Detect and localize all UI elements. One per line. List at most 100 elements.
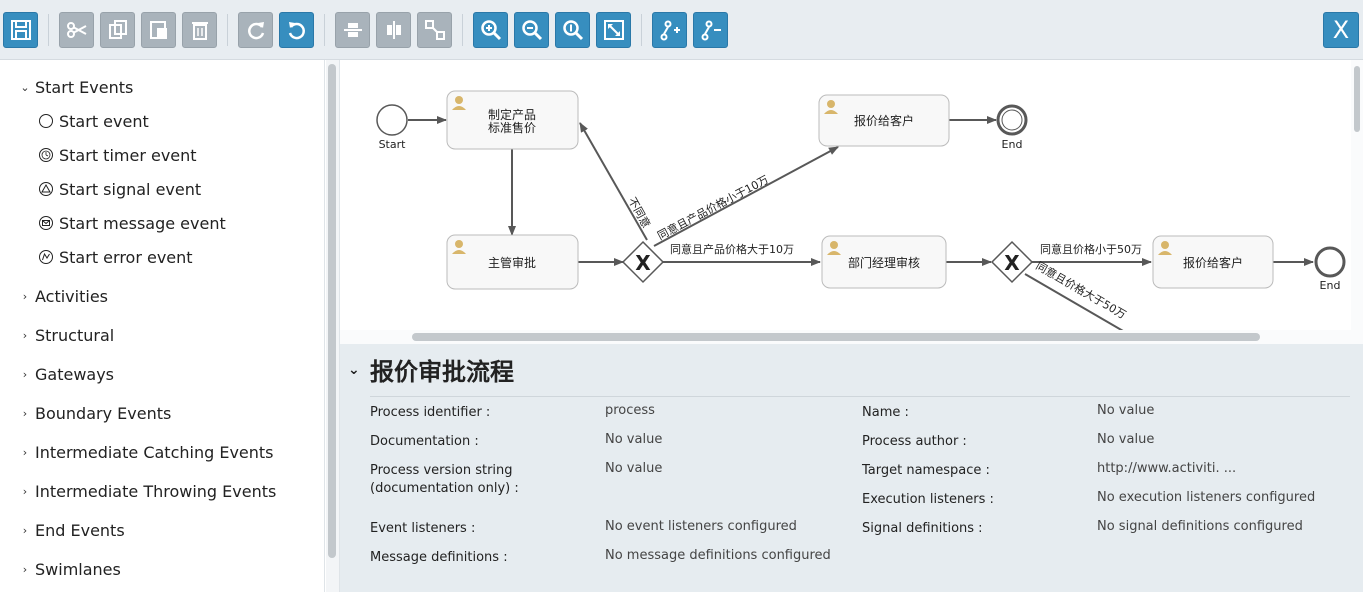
palette-item-start-message-event[interactable]: Start message event (38, 211, 226, 235)
properties-header[interactable]: ⌄ 报价审批流程 (348, 354, 514, 386)
close-button[interactable]: X (1323, 12, 1359, 48)
zoom-fit-icon (603, 20, 624, 40)
chevron-right-icon: › (22, 406, 28, 420)
property-value-process-version[interactable]: No value (605, 461, 663, 476)
cut-button[interactable] (59, 12, 94, 48)
align-vertical-button[interactable] (376, 12, 411, 48)
palette-group-label: Intermediate Throwing Events (35, 481, 277, 501)
property-value-name[interactable]: No value (1097, 403, 1155, 418)
property-value-documentation[interactable]: No value (605, 432, 663, 447)
task-label: 部门经理审核 (848, 255, 920, 270)
paste-button[interactable] (141, 12, 176, 48)
palette-group-boundary-events[interactable]: › Boundary Events (18, 401, 172, 425)
redo-button[interactable] (238, 12, 273, 48)
palette-item-start-timer-event[interactable]: Start timer event (38, 143, 197, 167)
zoom-fit-button[interactable] (596, 12, 631, 48)
start-event[interactable] (376, 104, 408, 136)
diagram-canvas[interactable]: Start 制定产品 标准售价 主管审批 X (340, 60, 1351, 330)
task-manager-approve[interactable]: 主管审批 (446, 234, 579, 290)
palette-item-label: Start message event (59, 213, 226, 233)
end-event-label: End (1002, 138, 1023, 151)
palette-group-intermediate-throwing-events[interactable]: › Intermediate Throwing Events (18, 479, 277, 503)
user-task-icon (824, 100, 838, 114)
palette-group-gateways[interactable]: › Gateways (18, 362, 114, 386)
palette-group-label: Gateways (35, 364, 115, 384)
chevron-right-icon: › (22, 445, 28, 459)
palette-group-end-events[interactable]: › End Events (18, 518, 125, 542)
flow-agree-more-50[interactable] (1024, 273, 1130, 330)
task-department-review[interactable]: 部门经理审核 (821, 235, 947, 289)
palette-group-activities[interactable]: › Activities (18, 284, 108, 308)
property-label: Event listeners : (370, 521, 476, 536)
property-value-signal-definitions[interactable]: No signal definitions configured (1097, 519, 1303, 534)
palette-group-structural[interactable]: › Structural (18, 323, 114, 347)
bend-point-add-button[interactable] (652, 12, 687, 48)
flow-label: 同意且价格大于50万 (1034, 258, 1129, 321)
flow-label: 同意且产品价格大于10万 (670, 242, 794, 256)
palette-group-label: Boundary Events (35, 403, 172, 423)
property-label: Name : (862, 405, 909, 420)
start-event-label: Start (379, 138, 407, 151)
palette-item-label: Start timer event (59, 145, 197, 165)
canvas-horizontal-scrollbar[interactable] (340, 330, 1363, 344)
task-quote-customer[interactable]: 报价给客户 (818, 94, 950, 147)
task-label: 主管审批 (488, 255, 536, 270)
zoom-actual-icon (562, 20, 583, 41)
user-task-icon (1158, 241, 1172, 255)
property-value-process-identifier[interactable]: process (605, 403, 655, 418)
flow-label: 不同意 (625, 195, 653, 231)
property-value-execution-listeners[interactable]: No execution listeners configured (1097, 490, 1316, 505)
canvas-horizontal-scrollbar-thumb[interactable] (412, 333, 1260, 341)
exclusive-gateway[interactable]: X (990, 240, 1034, 284)
palette-group-label: Start Events (35, 77, 134, 97)
task-quote-customer-2[interactable]: 报价给客户 (1152, 235, 1274, 289)
property-value-process-author[interactable]: No value (1097, 432, 1155, 447)
exclusive-gateway[interactable]: X (621, 240, 665, 284)
user-task-icon (452, 96, 466, 110)
palette-scrollbar-thumb[interactable] (328, 64, 336, 558)
zoom-in-button[interactable] (473, 12, 508, 48)
circle-icon (39, 114, 53, 128)
gateway-x-icon: X (635, 251, 651, 275)
user-task-icon (452, 240, 466, 254)
save-button[interactable] (3, 12, 38, 48)
zoom-out-button[interactable] (514, 12, 549, 48)
same-size-button[interactable] (417, 12, 452, 48)
message-icon (39, 216, 53, 230)
task-label: 报价给客户 (854, 113, 914, 128)
property-value-message-definitions[interactable]: No message definitions configured (605, 548, 831, 563)
flow-agree-less-10[interactable] (653, 146, 839, 247)
palette-group-start-events[interactable]: ⌄ Start Events (18, 75, 133, 99)
copy-button[interactable] (100, 12, 135, 48)
flow-label: 同意且产品价格小于10万 (655, 172, 771, 243)
property-label: (documentation only) : (370, 481, 519, 496)
task-define-price[interactable]: 制定产品 标准售价 (446, 90, 579, 150)
bend-point-remove-button[interactable] (693, 12, 728, 48)
palette-item-start-error-event[interactable]: Start error event (38, 245, 193, 269)
toolbar-separator (48, 14, 49, 46)
zoom-actual-button[interactable] (555, 12, 590, 48)
toolbar-separator (641, 14, 642, 46)
property-value-event-listeners[interactable]: No event listeners configured (605, 519, 797, 534)
cut-icon (66, 22, 86, 38)
gateway-x-icon: X (1004, 251, 1020, 275)
property-label: Message definitions : (370, 550, 508, 565)
palette-group-label: Structural (35, 325, 115, 345)
end-event[interactable] (1314, 246, 1346, 278)
delete-button[interactable] (182, 12, 217, 48)
palette-group-intermediate-catching-events[interactable]: › Intermediate Catching Events (18, 440, 274, 464)
paste-icon (149, 21, 167, 39)
canvas-vertical-scrollbar[interactable] (1351, 60, 1363, 330)
palette-item-start-event[interactable]: Start event (38, 109, 149, 133)
palette-group-swimlanes[interactable]: › Swimlanes (18, 557, 121, 581)
palette-scrollbar[interactable] (326, 60, 340, 592)
palette-item-start-signal-event[interactable]: Start signal event (38, 177, 201, 201)
property-value-target-namespace[interactable]: http://www.activiti. ... (1097, 461, 1237, 476)
flow-disagree[interactable] (579, 122, 648, 241)
undo-button[interactable] (279, 12, 314, 48)
palette-group-label: End Events (35, 520, 125, 540)
task-label: 报价给客户 (1183, 255, 1243, 270)
align-horizontal-button[interactable] (335, 12, 370, 48)
canvas-vertical-scrollbar-thumb[interactable] (1354, 66, 1360, 132)
chevron-right-icon: › (22, 484, 28, 498)
